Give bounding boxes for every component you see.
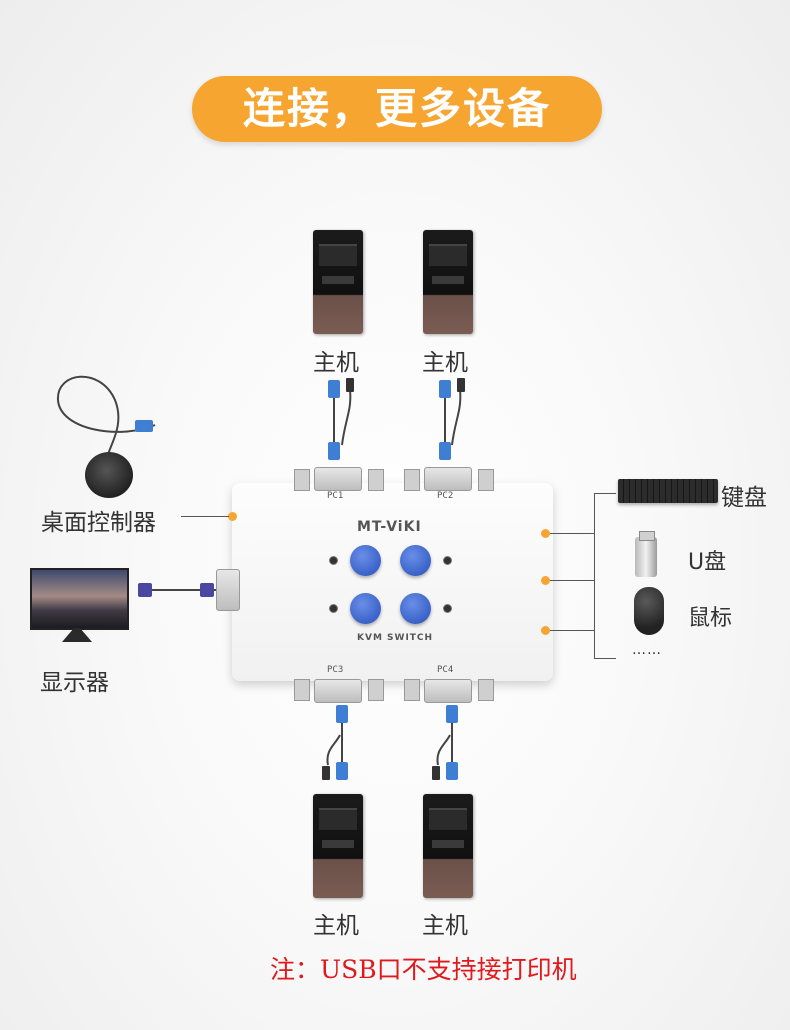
vga-connector-top-2a: [439, 380, 451, 398]
line-usb: [550, 580, 594, 581]
printer-note: 注：USB口不支持接打印机: [270, 955, 577, 984]
vga-connector-bottom-1b: [336, 762, 348, 780]
port-usb-pc1b: [368, 469, 384, 491]
port-label-pc2: PC2: [437, 491, 454, 501]
host-computer-3: [313, 794, 363, 898]
vga-connector-bottom-2b: [446, 762, 458, 780]
usb-connector-top-2: [457, 378, 465, 392]
monitor-icon: [30, 568, 129, 630]
port-label-pc4: PC4: [437, 665, 454, 675]
host-label-2: 主机: [422, 350, 468, 376]
line-keyboard: [550, 533, 594, 534]
switch-button-2[interactable]: [400, 545, 431, 576]
port-usb-pc4b: [478, 679, 494, 701]
port-label-pc1: PC1: [327, 491, 344, 501]
monitor-vga-plug-a: [138, 583, 152, 597]
port-usb-pc2: [404, 469, 420, 491]
port-label-pc3: PC3: [327, 665, 344, 675]
host-computer-1: [313, 230, 363, 334]
vga-connector-top-1b: [328, 442, 340, 460]
port-vga-pc4: [424, 679, 472, 703]
more-devices-ellipsis: ……: [632, 642, 662, 658]
host-label-4: 主机: [422, 913, 468, 939]
connector-dot-keyboard: [541, 529, 550, 538]
desktop-controller-icon: [85, 452, 133, 498]
mouse-label: 鼠标: [688, 606, 733, 631]
port-usb-pc2b: [478, 469, 494, 491]
usb-connector-bottom-1: [322, 766, 330, 780]
mouse-icon: [634, 587, 664, 635]
port-usb-pc1: [294, 469, 310, 491]
controller-usb-connector: [135, 420, 153, 432]
port-vga-pc1: [314, 467, 362, 491]
port-vga-monitor: [216, 569, 240, 611]
host-label-1: 主机: [313, 350, 359, 376]
led-indicator-3: [329, 604, 338, 613]
line-controller: [181, 516, 229, 517]
port-vga-pc2: [424, 467, 472, 491]
headline-text: 连接，更多设备: [242, 84, 551, 133]
vga-connector-top-2b: [439, 442, 451, 460]
usb-drive-label: U盘: [688, 550, 727, 575]
line-bus-top: [594, 493, 616, 494]
led-indicator-1: [329, 556, 338, 565]
port-usb-pc3: [294, 679, 310, 701]
keyboard-icon: [618, 479, 718, 503]
led-indicator-2: [443, 556, 452, 565]
vga-connector-bottom-2a: [446, 705, 458, 723]
port-vga-pc3: [314, 679, 362, 703]
monitor-label: 显示器: [40, 670, 109, 696]
line-bus-bottom: [594, 658, 616, 659]
connector-dot-controller: [228, 512, 237, 521]
switch-button-3[interactable]: [350, 593, 381, 624]
usb-connector-bottom-2: [432, 766, 440, 780]
port-usb-pc3b: [368, 679, 384, 701]
kvm-switch: PC1 PC2 MT-ViKI KVM SWITCH PC3 PC4: [216, 467, 553, 703]
monitor-vga-plug-b: [200, 583, 214, 597]
vga-connector-top-1a: [328, 380, 340, 398]
switch-button-4[interactable]: [400, 593, 431, 624]
connector-dot-usb: [541, 576, 550, 585]
switch-button-1[interactable]: [350, 545, 381, 576]
host-computer-2: [423, 230, 473, 334]
line-mouse: [550, 630, 594, 631]
brand-logo: MT-ViKI: [357, 519, 422, 535]
usb-drive-icon: [635, 531, 657, 577]
host-label-3: 主机: [313, 913, 359, 939]
host-computer-4: [423, 794, 473, 898]
vga-connector-bottom-1a: [336, 705, 348, 723]
model-text: KVM SWITCH: [357, 633, 434, 643]
led-indicator-4: [443, 604, 452, 613]
controller-label: 桌面控制器: [41, 510, 156, 536]
connector-dot-mouse: [541, 626, 550, 635]
keyboard-label: 键盘: [721, 485, 767, 511]
headline-banner: 连接，更多设备: [192, 76, 602, 142]
usb-connector-top-1: [346, 378, 354, 392]
line-vertical-bus: [594, 493, 595, 658]
port-usb-pc4: [404, 679, 420, 701]
